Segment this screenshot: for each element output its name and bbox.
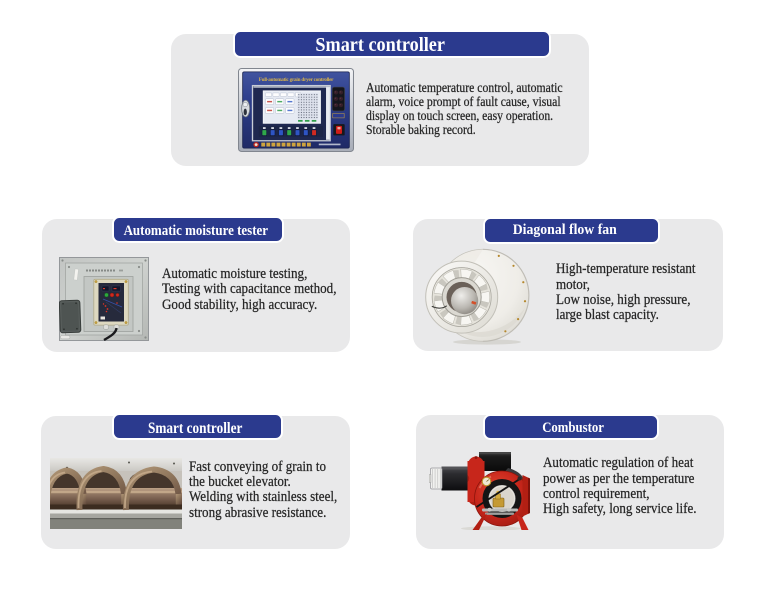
svg-text:Full-automatic grain dryer con: Full-automatic grain dryer controller [258, 77, 334, 82]
